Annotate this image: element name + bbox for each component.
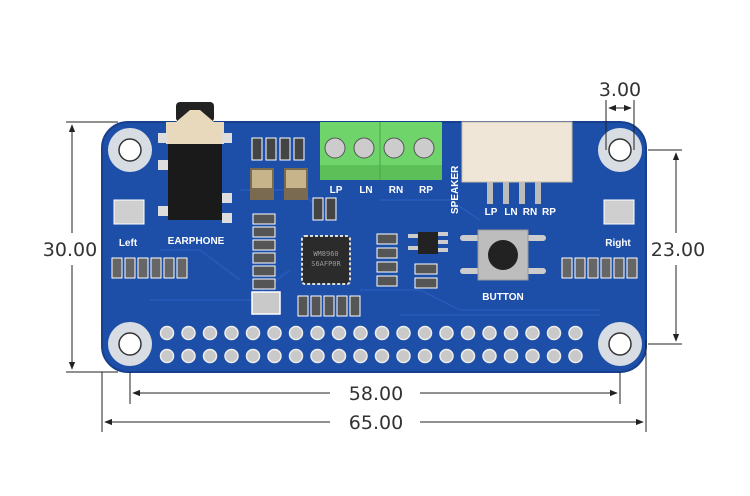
gpio-pin	[568, 348, 583, 364]
push-button	[460, 229, 546, 281]
header-label-ln: LN	[504, 207, 517, 218]
gpio-pin	[374, 348, 390, 364]
gpio-pin	[460, 348, 476, 364]
codec-chip: WM8960 S6AFP0R	[301, 235, 351, 285]
gpio-pin	[503, 348, 519, 364]
gpio-pin	[568, 325, 583, 341]
gpio-pin	[288, 325, 304, 341]
voltage-regulator	[408, 232, 448, 254]
gpio-pin	[396, 348, 411, 364]
gpio-pin	[482, 348, 497, 364]
gpio-header-40-pin	[159, 325, 583, 364]
gpio-pin	[310, 348, 325, 364]
terminal-label-ln: LN	[359, 185, 372, 196]
resistor-column-middle	[376, 233, 438, 289]
header-label-rp: RP	[542, 207, 556, 218]
gpio-pin	[439, 348, 454, 364]
gpio-pin	[310, 325, 325, 341]
chip-marking-line1: WM8960	[313, 250, 338, 258]
dimension-hole-spacing-x	[129, 372, 621, 404]
resistor-array-bottom	[297, 295, 361, 317]
gpio-pin	[417, 348, 433, 364]
gpio-pin	[181, 325, 196, 341]
speaker-screw-terminal	[320, 122, 442, 180]
label-earphone: EARPHONE	[168, 236, 225, 247]
gpio-pin	[525, 325, 540, 341]
gpio-pin	[159, 325, 175, 341]
gpio-pin	[353, 325, 368, 341]
gpio-pin	[224, 348, 239, 364]
gpio-pin	[224, 325, 239, 341]
gpio-pin	[181, 348, 196, 364]
label-right: Right	[605, 238, 631, 249]
gpio-pin	[503, 325, 519, 341]
gpio-pin	[439, 325, 454, 341]
gpio-pin	[417, 325, 433, 341]
resistor-array-left	[111, 257, 188, 279]
mounting-hole-bottom-left	[108, 322, 152, 366]
dimension-label-30: 30.00	[43, 239, 97, 261]
terminal-label-rn: RN	[389, 185, 403, 196]
header-label-lp: LP	[485, 207, 498, 218]
resistor-array-top	[251, 137, 337, 221]
chip-marking-line2: S6AFP0R	[311, 260, 341, 268]
mounting-hole-bottom-right	[598, 322, 642, 366]
gpio-pin	[267, 348, 282, 364]
gpio-pin	[374, 325, 390, 341]
dimension-label-65: 65.00	[349, 412, 403, 434]
gpio-pin	[546, 325, 562, 341]
gpio-pin	[267, 325, 282, 341]
gpio-pin	[460, 325, 476, 341]
terminal-label-lp: LP	[330, 185, 343, 196]
resistor-column	[252, 213, 276, 290]
dimension-overall-height	[66, 121, 118, 373]
gpio-pin	[546, 348, 562, 364]
dimension-label-23: 23.00	[651, 239, 705, 261]
gpio-pin	[396, 325, 411, 341]
terminal-label-rp: RP	[419, 185, 433, 196]
gpio-pin	[245, 325, 261, 341]
gpio-pin	[202, 348, 218, 364]
gpio-pin	[245, 348, 261, 364]
capacitors	[250, 168, 308, 200]
earphone-jack	[158, 102, 232, 223]
gpio-pin	[202, 325, 218, 341]
gpio-pin	[288, 348, 304, 364]
crystal-oscillator	[251, 291, 281, 315]
mounting-hole-top-left	[108, 128, 152, 172]
dimension-label-58: 58.00	[349, 383, 403, 405]
gpio-pin	[482, 325, 497, 341]
microphone-right	[603, 199, 635, 225]
dimension-label-3: 3.00	[599, 79, 641, 101]
mounting-hole-top-right	[598, 128, 642, 172]
gpio-pin	[353, 348, 368, 364]
gpio-pin	[331, 325, 347, 341]
microphone-left	[113, 199, 145, 225]
gpio-pin	[331, 348, 347, 364]
label-speaker: SPEAKER	[450, 165, 461, 214]
resistor-array-right	[561, 257, 638, 279]
dimension-hole-diameter	[605, 100, 635, 150]
dimension-overall-width	[101, 340, 647, 432]
header-label-rn: RN	[523, 207, 537, 218]
gpio-pin	[159, 348, 175, 364]
speaker-header-connector	[461, 121, 573, 204]
dimension-hole-spacing-y	[648, 149, 682, 345]
label-button: BUTTON	[482, 292, 523, 303]
gpio-pin	[525, 348, 540, 364]
label-left: Left	[119, 238, 138, 249]
